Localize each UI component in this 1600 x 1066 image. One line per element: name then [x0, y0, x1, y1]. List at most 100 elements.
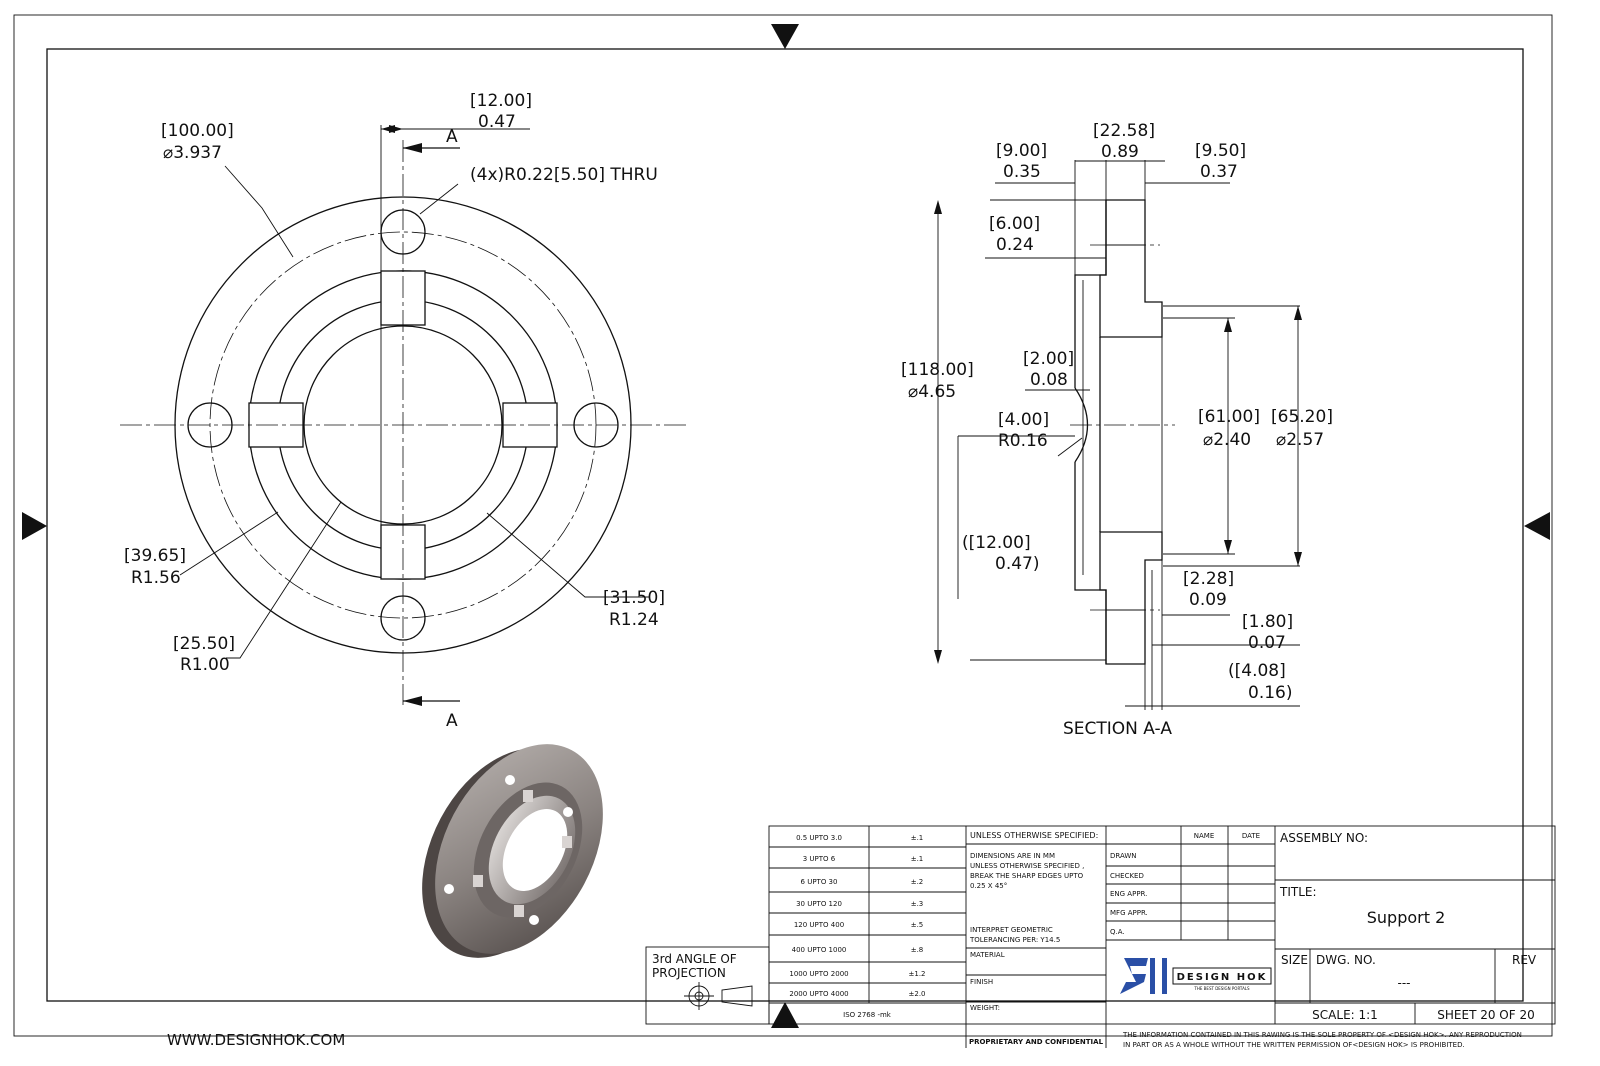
tol-row-value: ±2.0 [909, 990, 926, 998]
tol-row-value: ±.1 [911, 855, 924, 863]
dim-outer-diameter-in: ⌀4.65 [908, 382, 956, 402]
front-view [120, 125, 686, 706]
tol-row-value: ±.3 [911, 900, 924, 908]
disclaimer-line: IN PART OR AS A WHOLE WITHOUT THE WRITTE… [1123, 1041, 1465, 1049]
tol-row-label: 0.5 UPTO 3.0 [796, 834, 842, 842]
dim-outer-diameter-mm: [118.00] [901, 360, 974, 380]
dim-groove-mm: [2.00] [1023, 349, 1074, 369]
scale-label: SCALE: 1:1 [1312, 1008, 1378, 1022]
drawing-title: Support 2 [1367, 908, 1446, 927]
notes-dims-line: 0.25 X 45° [970, 882, 1007, 890]
approval-row-label: Q.A. [1110, 928, 1125, 936]
dim-groove-in: 0.08 [1030, 370, 1068, 390]
isometric-part-view [422, 744, 603, 958]
finish-label: FINISH [970, 978, 993, 986]
dim-left-width-in: 0.35 [1003, 162, 1041, 182]
approval-row-label: MFG APPR. [1110, 909, 1148, 917]
sheet-label: SHEET 20 OF 20 [1437, 1008, 1534, 1022]
dim-right-width-in: 0.37 [1200, 162, 1238, 182]
dim-fillet-in: R0.16 [998, 431, 1048, 451]
disclaimer-line: THE INFORMATION CONTAINED IN THIS RAWING… [1122, 1031, 1522, 1039]
logo-name: DESIGN HOK [1177, 972, 1268, 983]
logo-tagline: THE BEST DESIGN PORTALS [1193, 986, 1250, 991]
section-view-label: SECTION A-A [1063, 719, 1172, 739]
dim-holes-label: (4x)R0.22[5.50] THRU [470, 165, 658, 185]
dim-reference-mm: ([12.00] [962, 533, 1031, 553]
dim-bolt-circle-mm: [100.00] [161, 121, 234, 141]
dim-step-in: 0.24 [996, 235, 1034, 255]
title-block-text: 3rd ANGLE OF PROJECTION 0.5 UPTO 3.0 ±.1… [167, 831, 1537, 1049]
tol-row-value: ±.2 [911, 878, 924, 886]
section-view-dimensions: [22.58] 0.89 [9.00] 0.35 [9.50] 0.37 [6.… [901, 121, 1333, 739]
tol-row-value: ±.8 [911, 946, 924, 954]
notes-dims-line: UNLESS OTHERWISE SPECIFIED , [970, 862, 1084, 870]
dim-lip3-mm: ([4.08] [1228, 661, 1286, 681]
dim-bore-radius-mm: [25.50] [173, 634, 235, 654]
tol-row-value: ±.1 [911, 834, 924, 842]
tol-row-value: ±1.2 [909, 970, 926, 978]
notes-header: UNLESS OTHERWISE SPECIFIED: [970, 831, 1098, 840]
title-label: TITLE: [1279, 885, 1317, 899]
tol-row-label: 2000 UPTO 4000 [789, 990, 848, 998]
tol-row-label: 3 UPTO 6 [803, 855, 836, 863]
section-view [934, 160, 1302, 710]
dim-reference-in: 0.47) [995, 554, 1040, 574]
dim-right-width-mm: [9.50] [1195, 141, 1246, 161]
center-mark-top [771, 24, 799, 49]
tol-row-label: 6 UPTO 30 [801, 878, 838, 886]
dim-hole-offset-in: 0.47 [478, 112, 516, 132]
notes-dims-line: DIMENSIONS ARE IN MM [970, 852, 1055, 860]
dim-lip2-in: 0.07 [1248, 633, 1286, 653]
section-letter-bottom: A [446, 711, 458, 731]
title-block [645, 825, 1556, 1048]
dim-step-mm: [6.00] [989, 214, 1040, 234]
tol-row-value: ±.5 [911, 921, 924, 929]
tol-row-label: 400 UPTO 1000 [792, 946, 847, 954]
dwg-no-label: DWG. NO. [1316, 953, 1376, 967]
dim-bore1-in: ⌀2.40 [1203, 430, 1251, 450]
rev-label: REV [1512, 953, 1537, 967]
dim-left-width-mm: [9.00] [996, 141, 1047, 161]
center-mark-bottom [771, 1002, 799, 1028]
projection-line-2: PROJECTION [652, 966, 726, 980]
dim-bore2-mm: [65.20] [1271, 407, 1333, 427]
sheet-border [13, 14, 1553, 1037]
notes-dims-line: BREAK THE SHARP EDGES UPTO [970, 872, 1084, 880]
approval-row-label: ENG APPR. [1110, 890, 1147, 898]
approvals-name-header: NAME [1194, 832, 1215, 840]
dim-bore-radius-in: R1.00 [180, 655, 230, 675]
dim-slot-radius-mm: [31.50] [603, 588, 665, 608]
dim-lip2-mm: [1.80] [1242, 612, 1293, 632]
dim-bolt-circle-in: ⌀3.937 [163, 143, 222, 163]
weight-label: WEIGHT: [970, 1004, 1000, 1012]
dim-lip1-in: 0.09 [1189, 590, 1227, 610]
dim-lip3-in: 0.16) [1248, 683, 1293, 703]
size-label: SIZE [1281, 953, 1308, 967]
tol-row-label: 30 UPTO 120 [796, 900, 842, 908]
tol-standard: ISO 2768 -mk [843, 1011, 892, 1019]
projection-line-1: 3rd ANGLE OF [652, 952, 737, 966]
dim-total-width-mm: [22.58] [1093, 121, 1155, 141]
dim-fillet-mm: [4.00] [998, 410, 1049, 430]
dim-bore2-in: ⌀2.57 [1276, 430, 1324, 450]
dim-outer-radius-in: R1.56 [131, 568, 181, 588]
section-letter-top: A [446, 127, 458, 147]
assembly-no-label: ASSEMBLY NO: [1280, 831, 1368, 845]
front-view-dimensions: [12.00] 0.47 A A (4x)R0.22[5.50] THRU [1… [124, 91, 665, 731]
dim-slot-radius-in: R1.24 [609, 610, 659, 630]
tol-row-label: 1000 UPTO 2000 [789, 970, 848, 978]
design-hok-logo: DESIGN HOK THE BEST DESIGN PORTALS [1120, 958, 1272, 994]
website-url: WWW.DESIGNHOK.COM [167, 1031, 345, 1049]
dim-bore1-mm: [61.00] [1198, 407, 1260, 427]
approval-row-label: CHECKED [1110, 872, 1144, 880]
center-mark-right [1524, 512, 1550, 540]
dim-hole-offset-mm: [12.00] [470, 91, 532, 111]
dwg-no-value: --- [1398, 976, 1411, 990]
dim-lip1-mm: [2.28] [1183, 569, 1234, 589]
dim-outer-radius-mm: [39.65] [124, 546, 186, 566]
approval-row-label: DRAWN [1110, 852, 1137, 860]
dim-total-width-in: 0.89 [1101, 142, 1139, 162]
center-mark-left [22, 512, 47, 540]
notes-gdt-line: INTERPRET GEOMETRIC [970, 926, 1053, 934]
